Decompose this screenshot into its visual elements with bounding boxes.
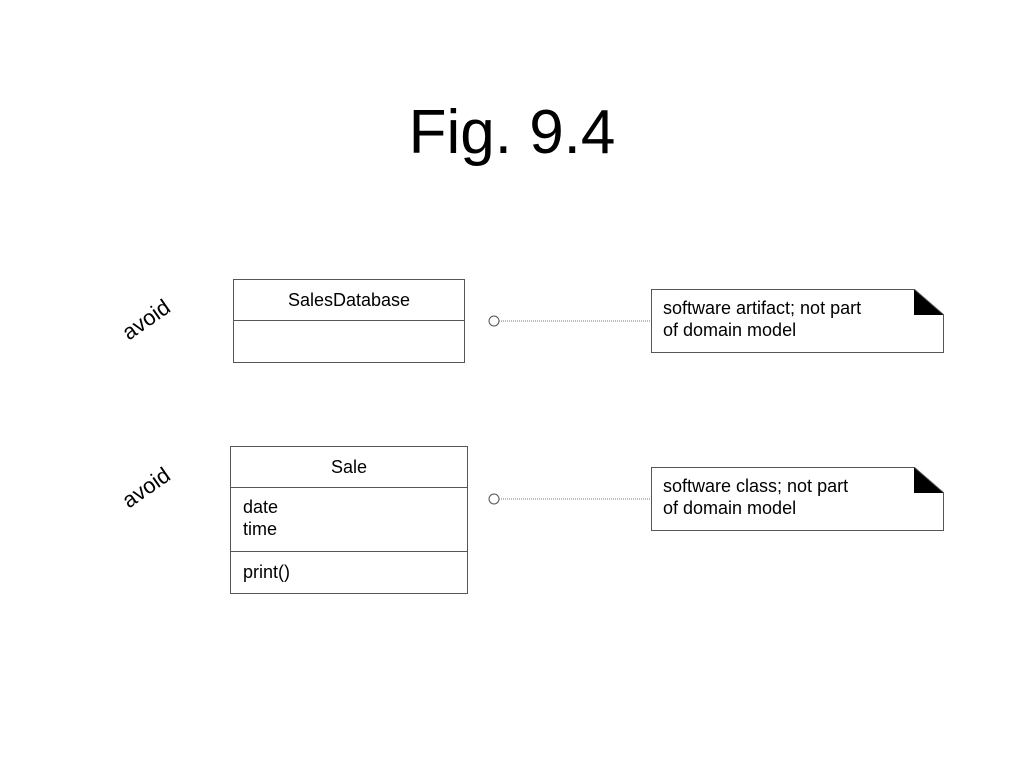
note-text: software class; not part of domain model xyxy=(663,476,849,518)
note-connector-2 xyxy=(488,493,651,505)
class-box-sale: Sale date time print() xyxy=(230,446,468,594)
note-fold-corner xyxy=(914,467,944,493)
class-name: SalesDatabase xyxy=(234,280,464,321)
class-attribute-time: time xyxy=(243,519,278,539)
note-connector-1 xyxy=(488,315,651,327)
note-box-artifact: software artifact; not part of domain mo… xyxy=(651,289,944,353)
class-name: Sale xyxy=(231,447,467,488)
class-attributes-compartment: date time xyxy=(231,488,467,552)
class-box-salesdatabase: SalesDatabase xyxy=(233,279,465,363)
class-attribute-date: date xyxy=(243,497,279,517)
note-text: software artifact; not part of domain mo… xyxy=(663,298,862,340)
note-box-class: software class; not part of domain model xyxy=(651,467,944,531)
note-fold-corner xyxy=(914,289,944,315)
class-operations-compartment: print() xyxy=(231,552,467,583)
figure-title: Fig. 9.4 xyxy=(408,98,616,167)
class-operation-print: print() xyxy=(243,562,291,582)
